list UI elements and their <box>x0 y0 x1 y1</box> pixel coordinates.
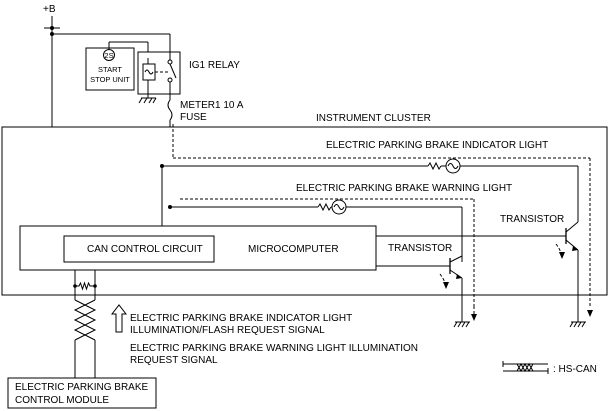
can-control-circuit-label: CAN CONTROL CIRCUIT <box>87 244 203 255</box>
transistor-lower-label: TRANSISTOR <box>388 243 452 254</box>
ground-icon-upper <box>569 321 586 328</box>
ground-icon-lower <box>453 321 470 328</box>
microcomputer-label: MICROCOMPUTER <box>248 244 339 255</box>
instrument-cluster-label: INSTRUMENT CLUSTER <box>316 113 431 124</box>
plus-b-label: +B <box>43 4 56 15</box>
signal-indicator-line-2: ILLUMINATION/FLASH REQUEST SIGNAL <box>130 325 325 336</box>
fuse-label-2: FUSE <box>180 112 207 123</box>
transistor-upper: TRANSISTOR <box>376 214 579 322</box>
relay-ground-icon <box>138 97 157 104</box>
start-stop-label-1: START <box>98 65 122 74</box>
start-stop-pin: 2S <box>104 51 113 60</box>
transistor-upper-label: TRANSISTOR <box>500 214 564 225</box>
signal-warning-line-1: ELECTRIC PARKING BRAKE WARNING LIGHT ILL… <box>130 343 418 354</box>
hs-can-legend: : HS-CAN <box>502 361 597 375</box>
fuse-label-1: METER1 10 A <box>180 100 244 111</box>
indicator-light-circuit: ELECTRIC PARKING BRAKE INDICATOR LIGHT <box>160 124 591 306</box>
control-module-label-1: ELECTRIC PARKING BRAKE <box>15 382 149 393</box>
signal-indicator-arrow: ELECTRIC PARKING BRAKE INDICATOR LIGHT I… <box>110 304 352 336</box>
transistor-lower: TRANSISTOR <box>376 243 463 322</box>
signal-warning-text: ELECTRIC PARKING BRAKE WARNING LIGHT ILL… <box>130 343 418 366</box>
control-module: ELECTRIC PARKING BRAKE CONTROL MODULE <box>7 377 157 409</box>
control-module-label-2: CONTROL MODULE <box>15 395 109 406</box>
hs-can-bus <box>73 270 97 378</box>
start-stop-unit: 2S START STOP UNIT <box>85 41 149 91</box>
start-stop-label-2: STOP UNIT <box>90 75 130 84</box>
signal-warning-line-2: REQUEST SIGNAL <box>130 355 218 366</box>
indicator-light-label: ELECTRIC PARKING BRAKE INDICATOR LIGHT <box>326 140 548 151</box>
warning-light-circuit: ELECTRIC PARKING BRAKE WARNING LIGHT <box>168 183 512 306</box>
warning-light-label: ELECTRIC PARKING BRAKE WARNING LIGHT <box>296 183 512 194</box>
can-control-circuit-box <box>63 235 215 263</box>
signal-indicator-line-1: ELECTRIC PARKING BRAKE INDICATOR LIGHT <box>130 313 352 324</box>
ig1-relay-label: IG1 RELAY <box>189 60 240 71</box>
ig1-relay: IG1 RELAY <box>137 51 240 100</box>
hs-can-legend-label: : HS-CAN <box>553 364 597 375</box>
microcomputer-block: CAN CONTROL CIRCUIT MICROCOMPUTER <box>19 225 377 271</box>
